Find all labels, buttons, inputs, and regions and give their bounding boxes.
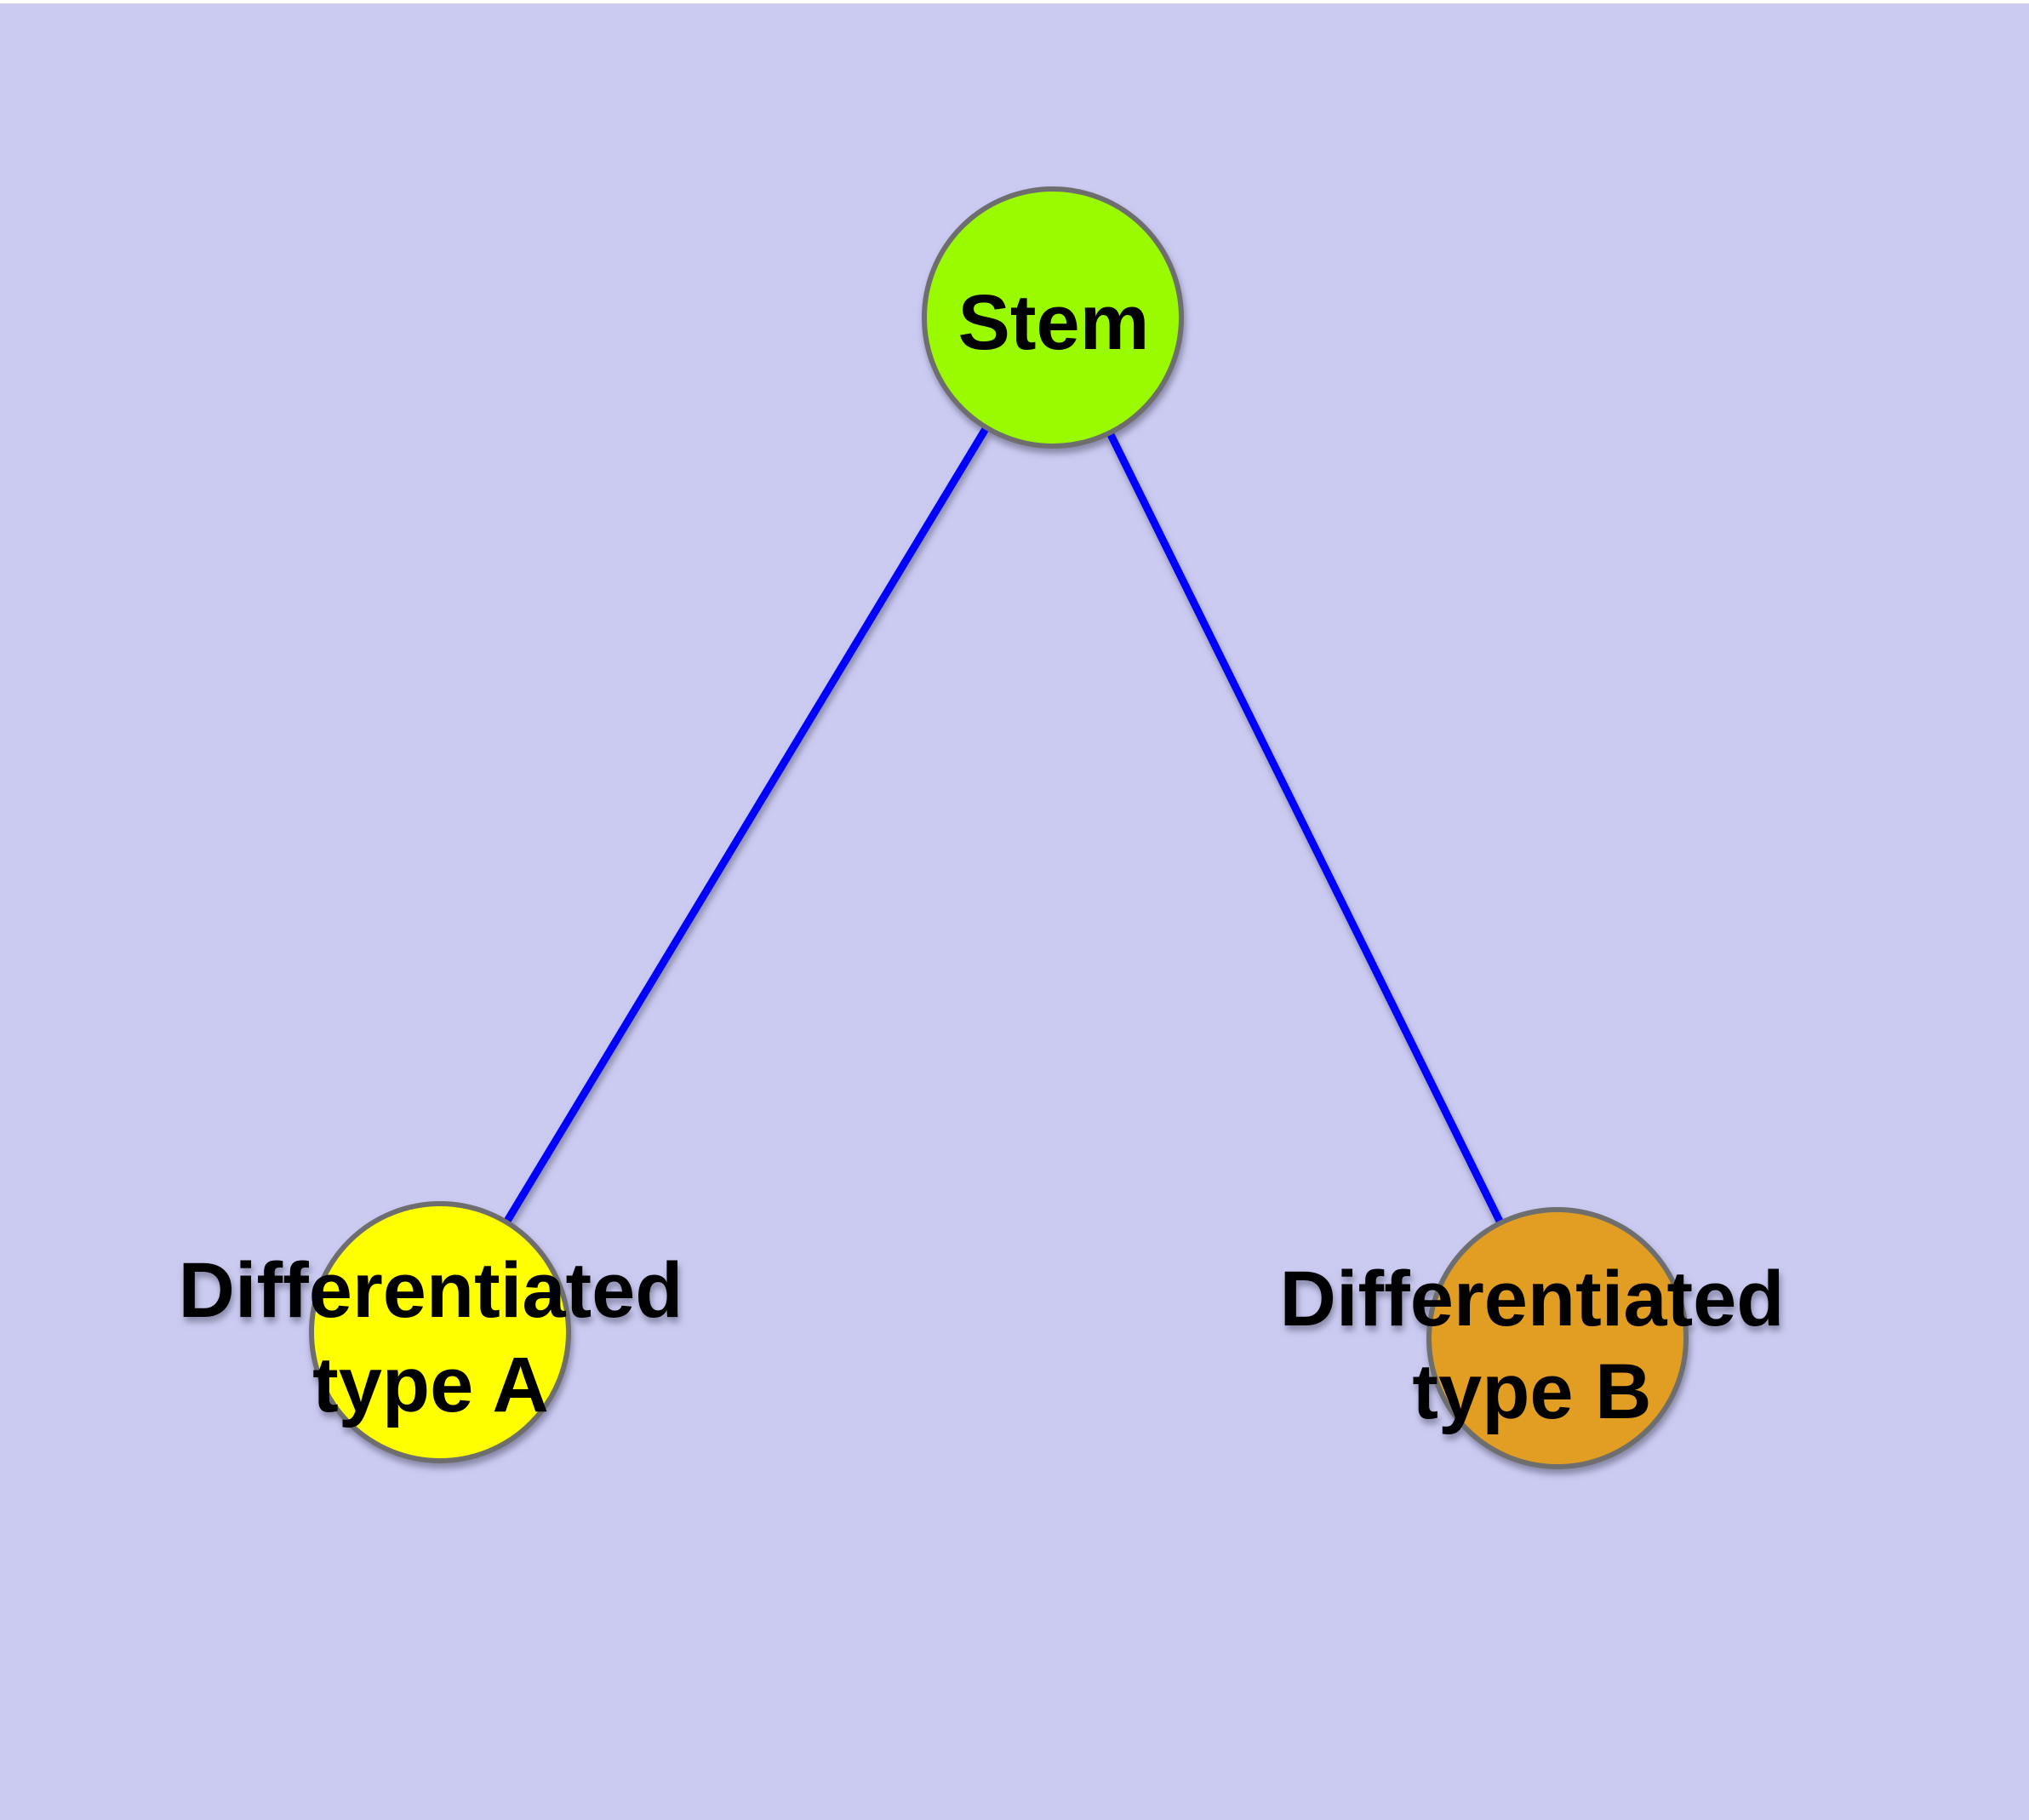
node-type-b-label-line1: Differentiated	[1280, 1256, 1785, 1342]
node-type-a-label-line1: Differentiated	[179, 1247, 683, 1334]
node-stem	[922, 186, 1184, 449]
edge-stem-to-type-b	[1049, 316, 1562, 1340]
node-type-a-label-line2: type A	[312, 1342, 549, 1428]
edge-stem-to-type-a	[437, 315, 1056, 1335]
node-differentiated-type-a	[309, 1201, 571, 1463]
node-differentiated-type-b	[1426, 1207, 1689, 1469]
node-stem-label: Stem	[958, 279, 1150, 366]
node-type-b-label-line2: type B	[1412, 1348, 1651, 1435]
